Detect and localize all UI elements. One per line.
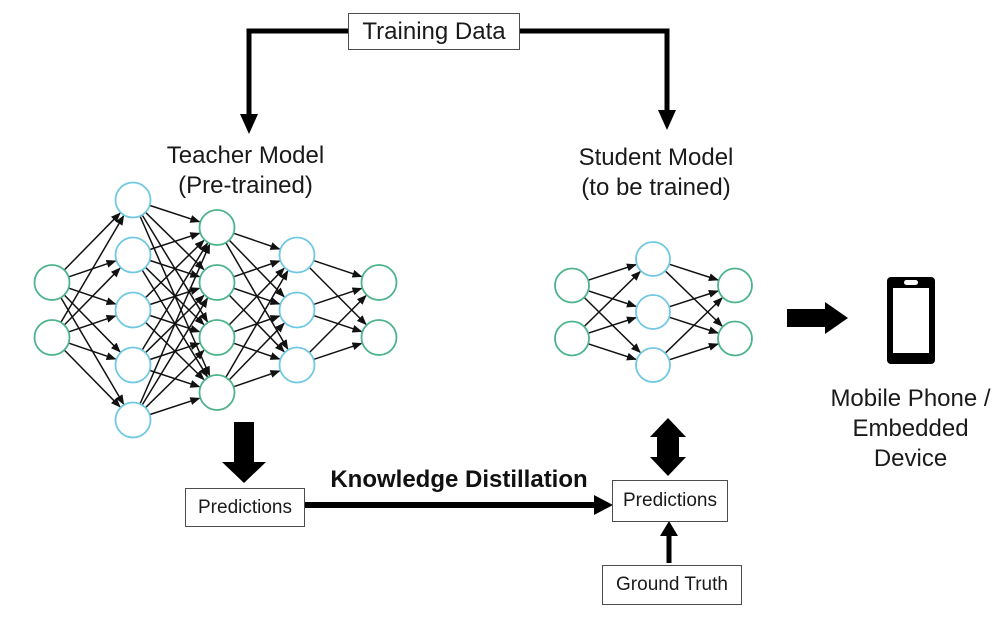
network-edge xyxy=(664,297,723,354)
network-node xyxy=(635,294,671,330)
network-edge xyxy=(313,287,363,306)
network-node xyxy=(360,319,398,356)
deploy-arrow xyxy=(787,302,848,334)
network-edge xyxy=(144,349,205,409)
network-node xyxy=(717,267,753,304)
knowledge-distillation-arrow xyxy=(305,495,613,515)
network-edge xyxy=(225,270,289,378)
network-node xyxy=(278,236,316,274)
network-node xyxy=(278,346,316,384)
network-edge xyxy=(141,297,209,406)
network-edge xyxy=(587,316,637,334)
training-data-box: Training Data xyxy=(348,13,520,50)
network-node xyxy=(198,374,236,411)
student-model-label: Student Model (to be trained) xyxy=(568,143,744,203)
training-to-teacher-arrow xyxy=(240,28,348,134)
mobile-phone-icon xyxy=(887,277,935,364)
network-edge xyxy=(233,232,281,250)
device-label: Mobile Phone / Embedded Device xyxy=(830,385,991,472)
training-to-student-arrow xyxy=(520,28,676,130)
teacher-model-subtitle: (Pre-trained) xyxy=(178,172,313,199)
network-node xyxy=(360,264,398,301)
network-node xyxy=(198,264,236,301)
network-node xyxy=(114,401,152,439)
network-edge xyxy=(313,259,363,278)
network-edge xyxy=(583,270,641,328)
network-edge xyxy=(668,289,719,308)
network-edge xyxy=(313,342,363,361)
network-edge xyxy=(149,397,201,416)
network-edge xyxy=(228,267,285,326)
student-predictions-box: Predictions xyxy=(612,480,728,522)
network-node xyxy=(554,320,590,357)
network-node xyxy=(33,264,71,301)
network-edge xyxy=(68,342,117,360)
network-node xyxy=(114,181,152,219)
network-node xyxy=(114,291,152,329)
student-model-subtitle: (to be trained) xyxy=(581,174,731,201)
network-edge xyxy=(228,322,285,381)
student-model-title: Student Model xyxy=(578,144,734,171)
ground-truth-to-predictions-arrow xyxy=(660,521,678,563)
teacher-network xyxy=(33,181,398,439)
network-node xyxy=(635,347,671,383)
knowledge-distillation-label: Knowledge Distillation xyxy=(330,466,588,493)
teacher-predictions-label: Predictions xyxy=(198,496,292,518)
network-node xyxy=(278,291,316,329)
network-edge xyxy=(141,242,209,351)
network-edge xyxy=(668,342,719,361)
network-edge xyxy=(308,294,367,354)
teacher-model-title: Teacher Model xyxy=(166,142,325,169)
network-node xyxy=(198,319,236,356)
network-edge xyxy=(63,212,121,271)
network-edge xyxy=(668,263,719,282)
network-edge xyxy=(149,204,201,223)
network-node xyxy=(717,320,753,357)
network-edge xyxy=(233,260,281,278)
network-edge xyxy=(233,370,281,388)
teacher-model-label: Teacher Model (Pre-trained) xyxy=(158,141,333,201)
network-edge xyxy=(139,243,211,405)
student-predictions-double-arrow xyxy=(650,418,686,476)
network-edge xyxy=(63,267,121,326)
network-node xyxy=(114,236,152,274)
network-node xyxy=(554,267,590,304)
network-edge xyxy=(144,239,205,299)
network-node xyxy=(198,209,236,246)
teacher-to-predictions-arrow xyxy=(222,422,266,483)
network-node xyxy=(114,346,152,384)
ground-truth-box: Ground Truth xyxy=(602,565,742,605)
network-node xyxy=(33,319,71,356)
network-node xyxy=(635,241,671,277)
ground-truth-label: Ground Truth xyxy=(616,574,728,595)
network-edge xyxy=(149,232,201,251)
student-predictions-label: Predictions xyxy=(623,490,717,511)
network-edge xyxy=(587,263,637,281)
network-edge xyxy=(60,215,125,323)
network-edge xyxy=(63,349,121,408)
network-edge xyxy=(68,315,117,333)
training-data-label: Training Data xyxy=(362,17,506,45)
student-network xyxy=(554,241,753,383)
teacher-predictions-box: Predictions xyxy=(185,488,305,527)
network-edge xyxy=(587,343,637,361)
